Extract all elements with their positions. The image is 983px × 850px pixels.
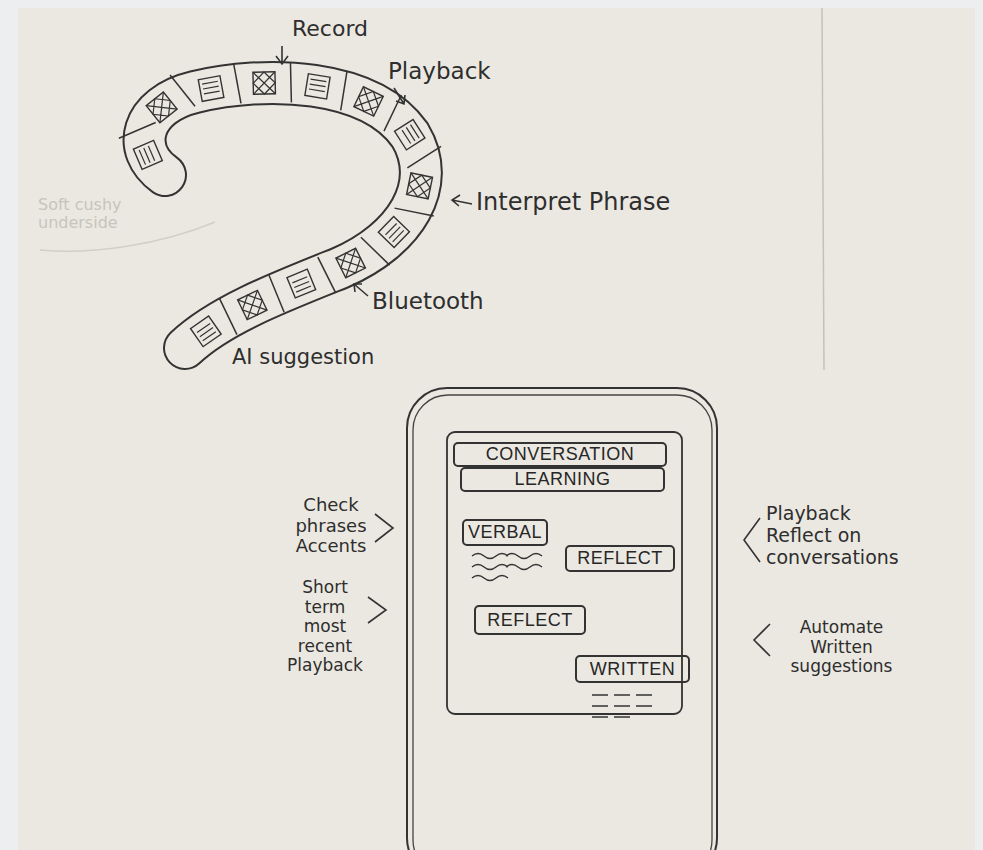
speaker-lines [385, 223, 403, 241]
callout-label: Check phrases Accents [286, 495, 376, 557]
segment-divider [318, 257, 336, 293]
record-arrow [276, 46, 288, 64]
callout-label: Playback [388, 58, 491, 84]
text-squiggles [472, 554, 542, 581]
box-text: REFLECT [487, 610, 573, 631]
device-segment [141, 75, 195, 130]
callout-label: Bluetooth [372, 288, 484, 314]
device-segment [220, 282, 271, 334]
bluetooth-arrow [354, 284, 368, 296]
box-text: WRITTEN [590, 659, 675, 680]
speaker-lines [309, 79, 326, 91]
segment-divider [361, 237, 390, 265]
callout-bracket [744, 518, 760, 562]
device-segment [395, 171, 442, 216]
screen-button-box: VERBAL [462, 519, 548, 546]
screen-button-box: REFLECT [474, 605, 586, 635]
phone-screen [447, 432, 682, 714]
segment-button [133, 140, 162, 169]
segment-button [354, 87, 383, 116]
playback-arrow [394, 88, 405, 104]
segment-button [305, 74, 330, 99]
segment-divider [407, 146, 441, 168]
crossed-pad [354, 87, 383, 116]
phone-outline [407, 388, 717, 850]
speaker-lines [292, 277, 311, 292]
device-segment [253, 62, 292, 103]
segment-button [238, 290, 267, 319]
box-text: VERBAL [468, 522, 542, 543]
device-segment [119, 122, 171, 172]
speaker-lines [202, 81, 220, 94]
callout-bracket [368, 597, 386, 623]
phone-inner-outline [413, 395, 712, 850]
interpret-arrow [452, 195, 472, 206]
segment-divider [234, 64, 241, 103]
device-segment [269, 261, 319, 312]
segment-divider [341, 71, 347, 110]
segment-divider [290, 62, 292, 102]
device-segment [303, 65, 347, 111]
crossed-pad [407, 173, 433, 199]
speaker-lines [139, 146, 155, 165]
segment-button [336, 248, 366, 278]
callout-label: AI suggestion [232, 345, 374, 369]
screen-button-box: REFLECT [565, 545, 675, 572]
text-dashes [592, 695, 652, 717]
margin-line [822, 8, 824, 370]
segment-button [287, 269, 316, 298]
screen-button-box: CONVERSATION [453, 442, 667, 467]
segment-button [253, 72, 276, 95]
screen-button-box: WRITTEN [575, 655, 690, 683]
paper-sheet [18, 8, 975, 850]
callout-bracket [375, 514, 393, 542]
callout-label: Interpret Phrase [476, 189, 670, 217]
crossed-pad [146, 92, 177, 123]
callout-label: Soft cushy underside [38, 196, 163, 233]
box-text: REFLECT [577, 548, 663, 569]
segment-divider [395, 208, 434, 216]
device-segment [197, 64, 241, 110]
callout-bracket [754, 624, 770, 656]
segment-button [378, 216, 409, 247]
segment-button [395, 119, 425, 149]
segment-button [146, 92, 177, 123]
device-segment [318, 240, 370, 293]
callout-label: Playback Reflect on conversations [766, 503, 916, 569]
segment-button [191, 316, 222, 347]
callout-label: Short term most recent Playback [284, 578, 366, 676]
segment-divider [269, 275, 284, 312]
speaker-lines [402, 125, 419, 144]
speaker-lines [197, 323, 216, 340]
segment-divider [170, 75, 195, 106]
callout-label: Automate Written suggestions [774, 618, 909, 677]
segment-button [407, 173, 433, 199]
segment-divider [220, 299, 237, 335]
crossed-pad [253, 72, 276, 95]
callout-label: Record [292, 16, 368, 41]
device-segment [350, 79, 401, 131]
screen-button-box: LEARNING [460, 467, 665, 492]
device-segment [361, 210, 416, 265]
box-text: CONVERSATION [486, 444, 635, 465]
box-text: LEARNING [514, 469, 610, 490]
device-segment [191, 316, 222, 347]
segment-divider [384, 95, 401, 131]
segment-divider [119, 122, 156, 138]
crossed-pad [238, 290, 267, 319]
device-segment [387, 115, 441, 168]
segment-button [198, 76, 224, 102]
crossed-pad [336, 248, 366, 278]
